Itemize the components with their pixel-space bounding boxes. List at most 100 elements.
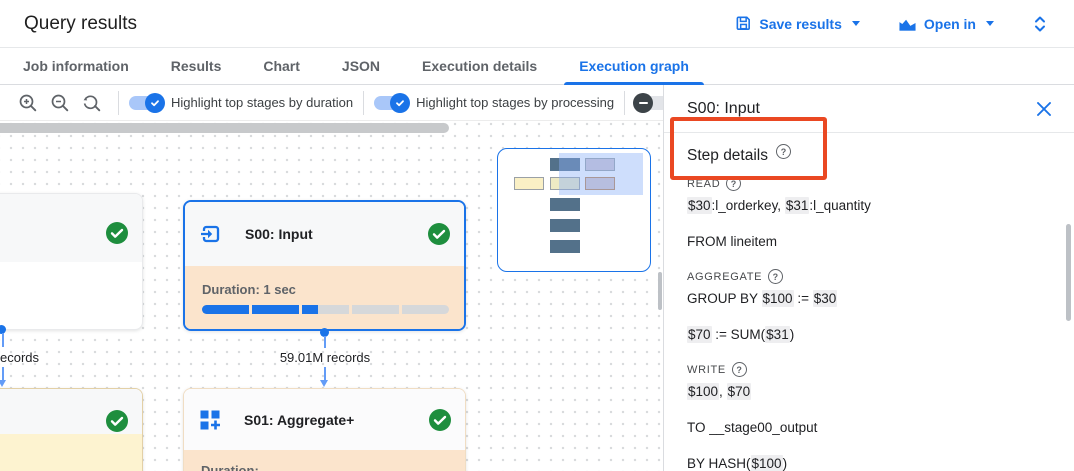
step-line: GROUP BY $100 := $30 [687, 290, 838, 307]
minimap-stage-block [514, 177, 544, 190]
chevron-down-icon [986, 21, 994, 26]
zoom-reset-icon[interactable] [82, 93, 102, 113]
header-bar: Query results Save results Open in [0, 0, 1074, 48]
minimap-stage-block [550, 240, 580, 253]
var-token: $31 [784, 197, 810, 214]
step-operation-label: AGGREGATE? [687, 269, 1051, 284]
graph-vertical-scrollbar[interactable] [658, 272, 662, 310]
panel-vertical-scrollbar[interactable] [1066, 224, 1071, 321]
stage-card-body [0, 262, 142, 329]
graph-toolbar: Highlight top stages by duration Highlig… [0, 85, 670, 121]
execution-graph-canvas[interactable]: S00: Input Duration: 1 sec ecords 59.01M… [0, 121, 663, 471]
tab-results[interactable]: Results [170, 58, 222, 74]
step-block: AGGREGATE? GROUP BY $100 := $30 [687, 269, 1051, 307]
zoom-in-icon[interactable] [18, 93, 38, 113]
stage-card-header: S00: Input [185, 202, 464, 266]
tab-execution-graph[interactable]: Execution graph [558, 48, 710, 85]
stage-card-body [0, 434, 142, 471]
var-token: $30 [812, 290, 838, 307]
toggle-processing-label: Highlight top stages by processing [416, 95, 615, 110]
highlight-processing-toggle[interactable] [374, 92, 411, 113]
step-line: BY HASH($100) [687, 455, 788, 471]
edge-line [323, 367, 326, 380]
tab-execution-details[interactable]: Execution details [422, 58, 538, 74]
save-results-button[interactable]: Save results [735, 15, 860, 32]
var-token: $70 [726, 383, 752, 400]
highlight-duration-toggle[interactable] [129, 92, 165, 113]
toolbar-divider [624, 90, 626, 115]
edge-source-dot [320, 328, 329, 337]
minimap-viewport[interactable] [559, 153, 643, 195]
check-circle-icon [105, 409, 129, 433]
toggle-processing-wrap: Highlight top stages by processing [374, 92, 615, 113]
minus-icon [638, 101, 648, 104]
help-icon[interactable]: ? [768, 269, 784, 284]
edge-arrowhead [0, 380, 6, 387]
step-operation-label: READ? [687, 176, 1051, 191]
step-block: WRITE?$100, $70 [687, 362, 1051, 400]
edge-source-dot [0, 325, 6, 334]
help-icon[interactable]: ? [726, 176, 742, 191]
area-chart-icon [898, 15, 917, 32]
edge-records-label: 59.01M records [279, 350, 371, 365]
edge-line [323, 336, 326, 348]
save-results-label: Save results [759, 15, 842, 32]
tab-job-information[interactable]: Job information [23, 58, 129, 74]
collapse-expand-button[interactable] [1032, 15, 1048, 33]
minimap-stage-block [585, 158, 615, 171]
step-line: $30:l_orderkey, $31:l_quantity [687, 197, 871, 214]
tab-json[interactable]: JSON [341, 58, 381, 74]
help-icon[interactable]: ? [776, 144, 791, 159]
step-block: READ? $30:l_orderkey, $31:l_quantity [687, 176, 1051, 214]
minimap-stage-block [550, 198, 580, 211]
var-token: $31 [765, 326, 790, 343]
var-token: $100 [687, 383, 720, 400]
minimap-stage-block [550, 177, 580, 190]
step-block: $70 := SUM($31) [687, 326, 1051, 343]
edge-line [1, 367, 4, 380]
stage-card-s01-aggregate[interactable]: S01: Aggregate+ Duration: [183, 388, 466, 471]
stage-card-s00-input[interactable]: S00: Input Duration: 1 sec [183, 200, 466, 331]
var-token: $70 [687, 326, 712, 343]
toolbar-divider [118, 90, 119, 115]
stage-duration: Duration: [201, 463, 259, 471]
open-in-button[interactable]: Open in [898, 15, 994, 32]
edge-arrowhead [320, 380, 328, 387]
check-circle-icon [427, 222, 451, 246]
var-token: $30 [687, 197, 712, 214]
page-title: Query results [24, 12, 137, 34]
toggle-duration-label: Highlight top stages by duration [171, 95, 354, 110]
minimap[interactable] [497, 148, 651, 272]
tab-bar: Job information Results Chart JSON Execution… [0, 48, 1074, 85]
third-toggle[interactable] [633, 92, 670, 113]
var-token: $100 [750, 455, 783, 471]
open-in-label: Open in [923, 15, 976, 32]
stage-card-header: S01: Aggregate+ [184, 389, 465, 450]
header-actions: Save results Open in [735, 15, 1048, 33]
help-icon[interactable]: ? [731, 362, 747, 377]
minimap-stage-block [585, 177, 615, 190]
step-operation-label: WRITE? [687, 362, 1051, 377]
panel-header: S00: Input [664, 85, 1074, 133]
stage-card-body: Duration: [184, 450, 465, 471]
stage-title: S01: Aggregate+ [244, 411, 355, 428]
horizontal-scrollbar[interactable] [0, 123, 449, 133]
duration-progress-bar [202, 305, 449, 314]
step-line: TO __stage00_output [687, 420, 818, 435]
step-block: BY HASH($100) [687, 455, 1051, 471]
zoom-out-icon[interactable] [50, 93, 70, 113]
check-circle-icon [105, 221, 129, 245]
panel-title: S00: Input [687, 99, 760, 117]
close-icon[interactable] [1037, 101, 1051, 116]
chevron-down-icon [851, 21, 860, 26]
step-line: FROM lineitem [687, 234, 778, 249]
toggle-third-wrap [633, 92, 670, 113]
stage-card-left-top[interactable] [0, 193, 143, 330]
step-block: TO __stage00_output [687, 420, 1051, 436]
minimap-stage-block [550, 158, 580, 171]
tab-chart[interactable]: Chart [263, 58, 300, 74]
panel-body: Step details ? READ?$30:l_orderkey, $31:… [664, 133, 1074, 471]
stage-card-left-bottom[interactable] [0, 388, 143, 471]
